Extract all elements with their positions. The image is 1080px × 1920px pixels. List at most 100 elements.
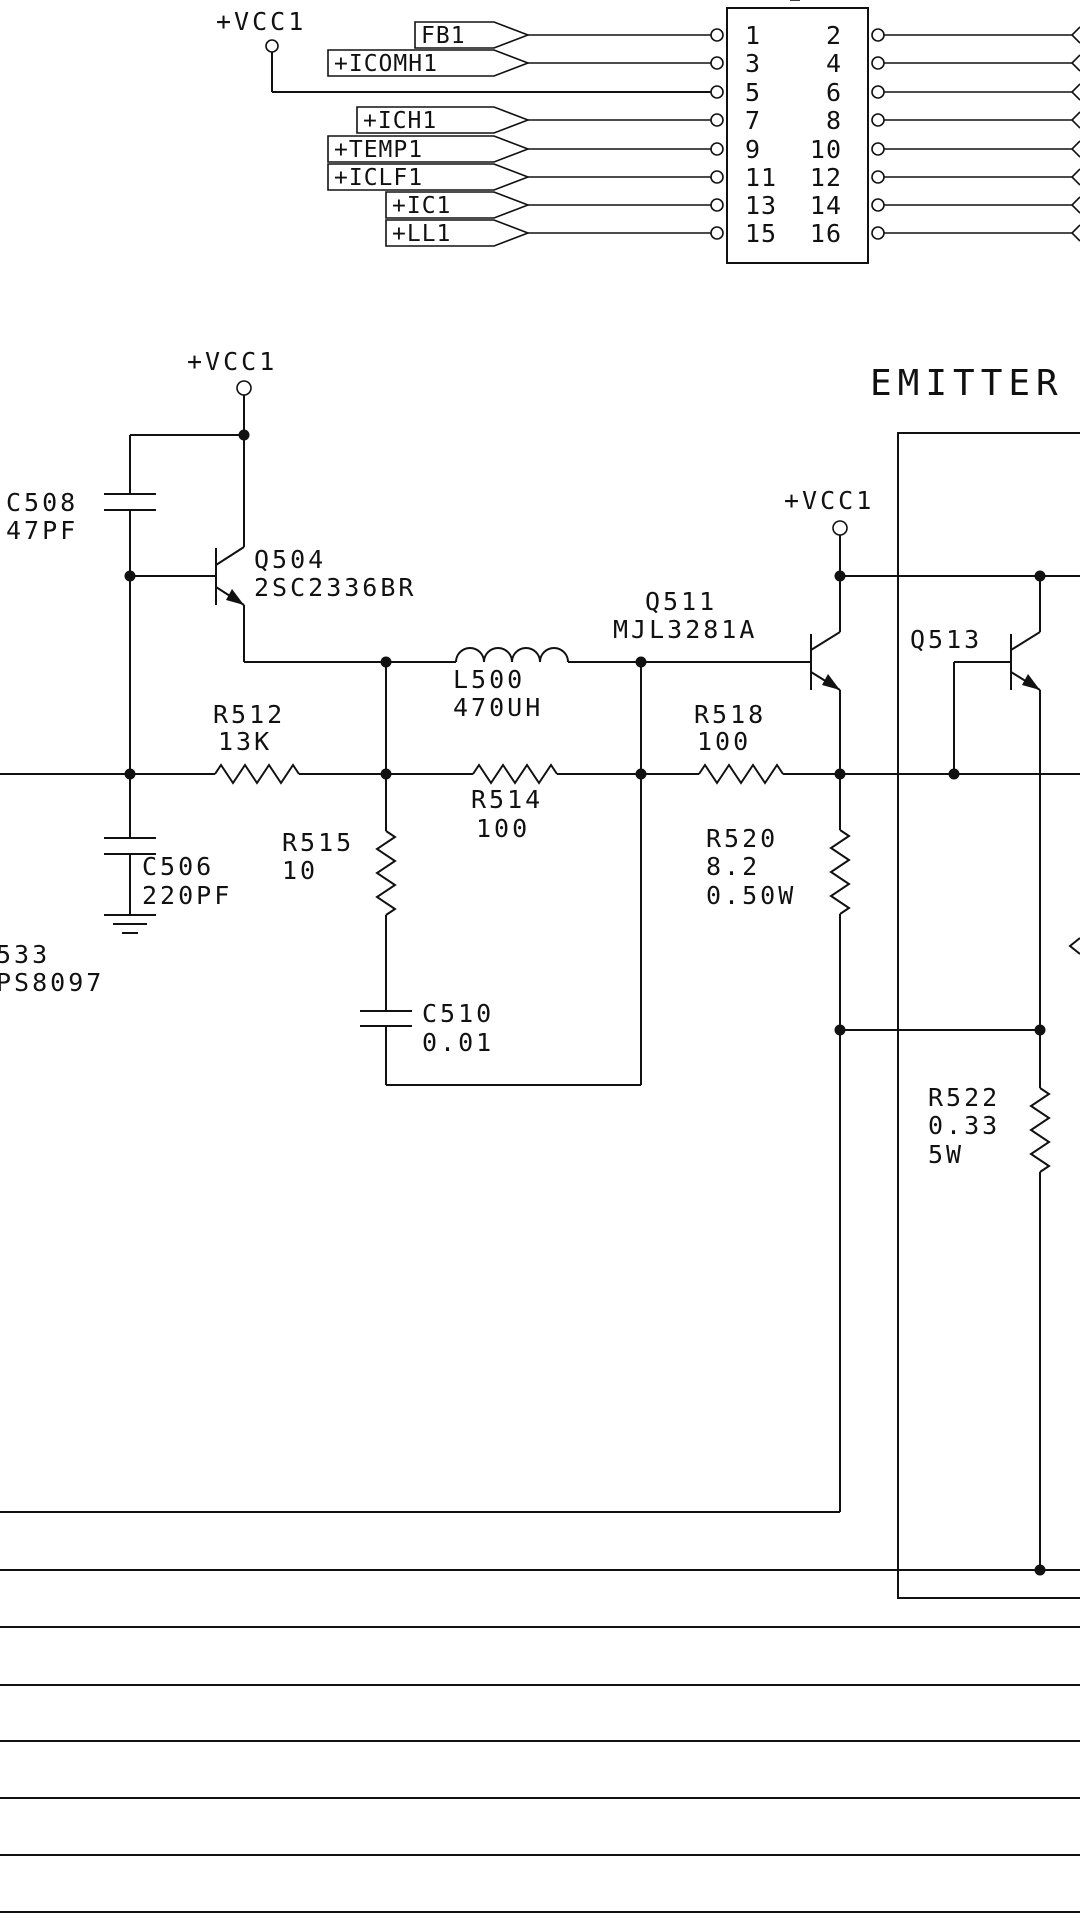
- connector-pin-circle-right: [871, 85, 885, 99]
- r520-ref: R520: [706, 824, 778, 853]
- signal-tag-outline: [327, 49, 531, 77]
- offpage-arrow-icon: [1068, 937, 1080, 955]
- r522-ref: R522: [928, 1083, 1000, 1112]
- connector-pin-left: 11: [745, 163, 777, 192]
- npn-transistor-icon: [226, 589, 244, 605]
- r518-ref: R518: [694, 700, 766, 729]
- transistor-q513: Q513: [910, 570, 1080, 1030]
- signal-tag-outline: [414, 21, 531, 49]
- power-terminal-icon: [236, 380, 252, 396]
- connector-pin-left: 13: [745, 191, 777, 220]
- connector-pin-circle-left: [710, 113, 724, 127]
- connector-pin-right: 12: [810, 163, 842, 192]
- connector-pin-right: 14: [810, 191, 842, 220]
- power-terminal-icon: [265, 39, 279, 53]
- resistor-r514: R514 100: [386, 763, 641, 843]
- q504-stage: +VCC1 C508 47PF Q504 2SC2336BR: [6, 347, 416, 663]
- signal-tag-label: +IC1: [392, 193, 451, 219]
- offpage-arrow-icon: [1070, 26, 1080, 44]
- offpage-arrow-icon: [1070, 111, 1080, 129]
- q513-ref: Q513: [910, 625, 982, 654]
- r522-value: 0.33: [928, 1111, 1000, 1140]
- signal-tag-outline: [327, 135, 531, 163]
- resistor-r520: R520 8.2 0.50W: [0, 774, 1040, 1513]
- resistor-r518: R518 100: [641, 700, 1080, 785]
- connector-pin-circle-right: [871, 28, 885, 42]
- q504-ref: Q504: [254, 545, 326, 574]
- offpage-arrow-icon: [1070, 83, 1080, 101]
- r515-value: 10: [282, 856, 318, 885]
- connector-pin-right: 8: [826, 106, 842, 135]
- vcc-label-connector: +VCC1: [216, 7, 306, 36]
- connector-pin-circle-left: [710, 226, 724, 240]
- vcc-to-pin5: +VCC1: [216, 7, 711, 93]
- connector-pin-right: 10: [810, 135, 842, 164]
- capacitor-c508: C508 47PF: [6, 435, 156, 576]
- q504-value: 2SC2336BR: [254, 573, 416, 602]
- connector-pin-circle-right: [871, 113, 885, 127]
- vcc-label-q511: +VCC1: [784, 486, 874, 515]
- inductor-l500: L500 470UH: [380, 647, 647, 774]
- r520-rating: 0.50W: [706, 881, 796, 910]
- connector-pin-left: 5: [745, 78, 761, 107]
- resistor-zigzag-icon: [829, 829, 851, 915]
- signal-tag-label: +ICLF1: [334, 165, 423, 191]
- r520-value: 8.2: [706, 852, 760, 881]
- connector-pin-left: 7: [745, 106, 761, 135]
- resistor-zigzag-icon: [1029, 1087, 1051, 1173]
- signal-tag-outline: [385, 191, 531, 219]
- partial-value-left: PS8097: [0, 968, 104, 997]
- signal-tag-outline: [327, 163, 531, 191]
- resistor-r522: R522 0.33 5W: [928, 1024, 1051, 1576]
- connector-pin-left: 1: [745, 21, 761, 50]
- signal-tag-label: +LL1: [392, 221, 451, 247]
- connector-pin-right: 2: [826, 21, 842, 50]
- offpage-arrow-icon: [1070, 224, 1080, 242]
- offpage-arrow-icon: [1070, 54, 1080, 72]
- npn-transistor-icon: [1022, 674, 1040, 690]
- signal-tag-label: +TEMP1: [334, 137, 423, 163]
- r512-ref: R512: [213, 700, 285, 729]
- c508-ref: C508: [6, 488, 78, 517]
- q511-ref: Q511: [645, 587, 717, 616]
- connector-pin-circle-right: [871, 170, 885, 184]
- r522-rating: 5W: [928, 1140, 964, 1169]
- connector-pin-right: 4: [826, 49, 842, 78]
- main-signal-line: R512 13K R514 100 R518 100: [0, 576, 1080, 843]
- transistor-q511: +VCC1 Q511 MJL3281A: [613, 486, 1040, 774]
- connector-pin-left: 9: [745, 135, 761, 164]
- power-terminal-icon: [832, 520, 848, 536]
- connector-pin-left: 3: [745, 49, 761, 78]
- connector-pin-circle-right: [871, 226, 885, 240]
- c508-value: 47PF: [6, 516, 78, 545]
- offpage-arrow-icon: [1070, 168, 1080, 186]
- connector-right-wires: [871, 26, 1080, 242]
- resistor-r512: R512 13K: [213, 700, 386, 785]
- connector-pin-circle-right: [871, 198, 885, 212]
- signal-tag-label: +ICH1: [363, 108, 437, 134]
- q511-value: MJL3281A: [613, 615, 757, 644]
- signal-tag-label: +ICOMH1: [334, 51, 438, 77]
- c506-value: 220PF: [142, 881, 232, 910]
- connector-pin-circle-left: [710, 56, 724, 70]
- r515-ref: R515: [282, 828, 354, 857]
- npn-transistor-icon: [822, 674, 840, 690]
- r518-value: 100: [697, 727, 751, 756]
- inductor-coil-icon: [455, 647, 569, 663]
- connector-pin-circle-right: [871, 56, 885, 70]
- partial-ref-left: 533: [0, 940, 50, 969]
- c506-ref: C506: [142, 852, 214, 881]
- r512-value: 13K: [218, 727, 272, 756]
- connector-pin-circle-left: [710, 170, 724, 184]
- l500-value: 470UH: [453, 693, 543, 722]
- connector-pin-circle-left: [710, 85, 724, 99]
- capacitor-c506: C506 220PF: [104, 774, 232, 934]
- ground-symbol-icon: [104, 914, 156, 934]
- section-title-emitter: EMITTER: [870, 363, 1064, 404]
- connector-pin-circle-left: [710, 198, 724, 212]
- r515-c510-network: R515 10 C510 0.01: [282, 774, 642, 1086]
- resistor-zigzag-icon: [375, 830, 397, 916]
- connector-pin-circle-left: [710, 28, 724, 42]
